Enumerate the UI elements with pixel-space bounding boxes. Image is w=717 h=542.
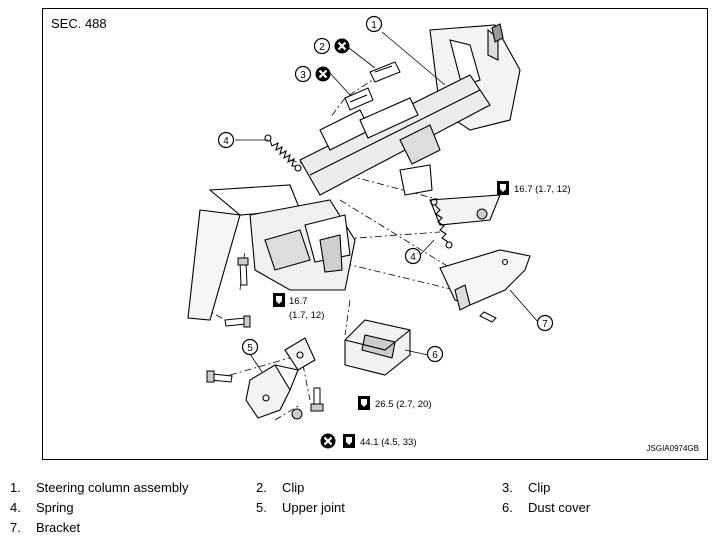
torque-spec-1: 16.7 (1.7, 12) xyxy=(514,184,571,195)
torque-spec-2b: (1.7, 12) xyxy=(289,310,324,321)
dust-cover xyxy=(344,319,411,376)
svg-text:6: 6 xyxy=(432,350,438,361)
callout-7: 7 xyxy=(536,314,554,332)
callout-4-upper: 4 xyxy=(217,131,235,149)
legend-item-2: 2.Clip xyxy=(256,480,305,495)
svg-text:7: 7 xyxy=(542,319,548,330)
svg-text:4: 4 xyxy=(410,252,416,263)
legend-item-4: 4.Spring xyxy=(10,500,74,515)
leader-lines xyxy=(235,31,539,373)
legend-item-3: 3.Clip xyxy=(502,480,551,495)
svg-text:4: 4 xyxy=(223,136,229,147)
legend-item-1: 1.Steering column assembly xyxy=(10,480,189,495)
torque-wrench-icon xyxy=(497,181,509,195)
torque-spec-3: 26.5 (2.7, 20) xyxy=(375,399,432,410)
callout-6: 6 xyxy=(426,345,444,363)
svg-text:3: 3 xyxy=(300,70,306,81)
torque-wrench-icon xyxy=(358,396,370,410)
clip-2 xyxy=(369,61,401,83)
torque-spec-4: 44.1 (4.5, 33) xyxy=(360,437,417,448)
callout-2: 2 xyxy=(313,37,331,55)
legend-item-5: 5.Upper joint xyxy=(256,500,345,515)
legend-item-7: 7.Bracket xyxy=(10,520,81,535)
torque-wrench-icon xyxy=(343,434,355,448)
exploded-view-drawing: 1 2 3 4 4 5 6 7 16.7 (1.7, 12) 16.7 (1.7… xyxy=(187,15,571,450)
upper-joint xyxy=(245,337,316,419)
callout-1: 1 xyxy=(365,15,383,33)
torque-wrench-icon xyxy=(273,293,285,307)
svg-text:1: 1 xyxy=(371,20,377,31)
callout-3: 3 xyxy=(294,65,312,83)
legend-item-6: 6.Dust cover xyxy=(502,500,591,515)
non-reusable-icon xyxy=(319,432,337,450)
non-reusable-icon xyxy=(333,37,351,55)
bolts xyxy=(206,208,497,420)
drawing-code: JSGIA0974GB xyxy=(646,444,699,453)
section-label: SEC. 488 xyxy=(51,16,107,31)
torque-spec-2a: 16.7 xyxy=(289,296,308,307)
steering-column-assembly xyxy=(187,23,521,321)
spring-lower xyxy=(430,198,453,249)
svg-text:2: 2 xyxy=(319,42,325,53)
clip-3 xyxy=(344,87,374,111)
callout-4-lower: 4 xyxy=(404,247,422,265)
bracket xyxy=(439,249,531,311)
diagram-frame: SEC. 488 JSGIA0974GB xyxy=(42,8,708,460)
spring-upper xyxy=(264,134,302,172)
svg-text:5: 5 xyxy=(247,343,253,354)
non-reusable-icon xyxy=(314,65,332,83)
callout-5: 5 xyxy=(241,338,259,356)
